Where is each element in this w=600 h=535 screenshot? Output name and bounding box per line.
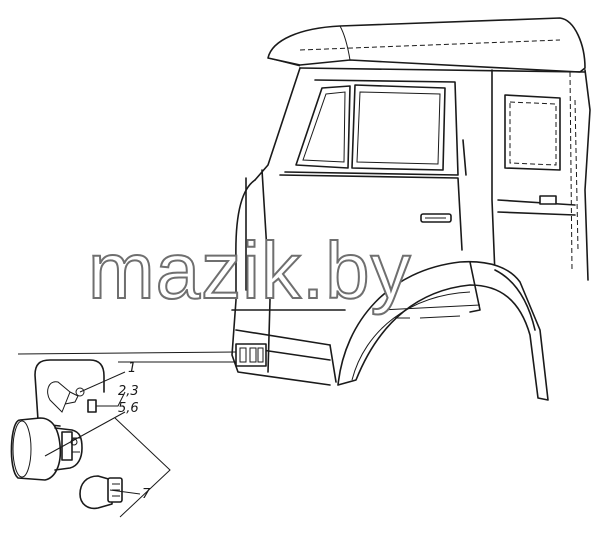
cab-body [231, 67, 591, 386]
callout-2-3: 2,3 [118, 384, 139, 399]
leader-lines [17, 351, 237, 518]
cab-lamp-unit [235, 343, 267, 367]
lamp-bracket [34, 359, 105, 427]
lamp-housing [10, 417, 83, 481]
cab-roof [267, 17, 586, 73]
bulb [79, 475, 123, 510]
callout-5-6: 5,6 [118, 401, 139, 416]
callout-7: 7 [142, 487, 151, 502]
wheel-arch [337, 260, 549, 401]
watermark: mazik.by [88, 226, 412, 315]
windows [284, 79, 561, 176]
callout-leaders [44, 371, 141, 495]
callout-1: 1 [128, 361, 136, 376]
door-details [279, 99, 579, 251]
